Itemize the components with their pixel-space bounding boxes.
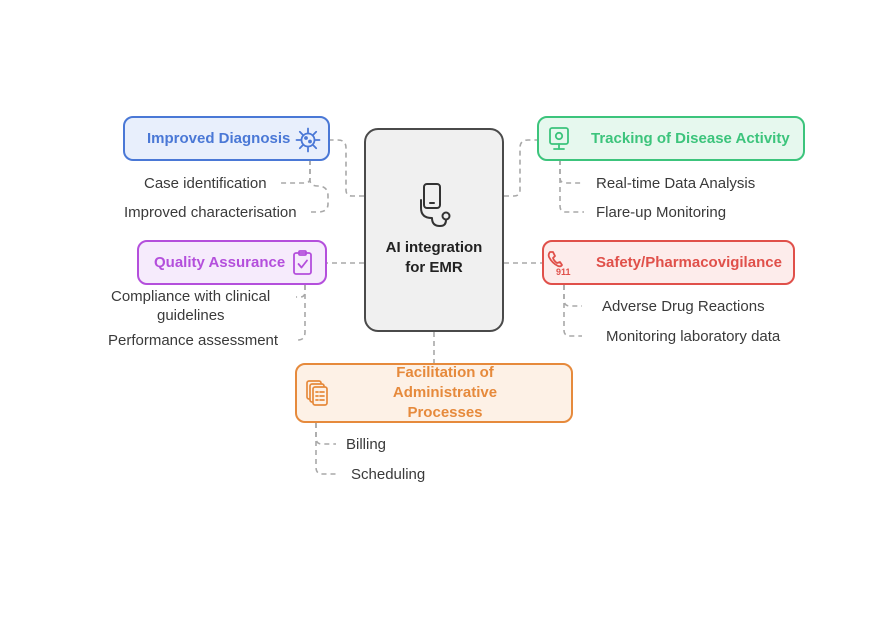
center-node: AI integration for EMR	[364, 128, 504, 332]
leaf-flareup-monitoring: Flare-up Monitoring	[596, 204, 727, 221]
quality-assurance-node: Quality Assurance	[137, 240, 327, 285]
connector-adverse	[563, 285, 582, 307]
administrative-processes-title-line1: Facilitation of Administrative	[392, 364, 498, 401]
tracking-disease-activity-title: Tracking of Disease Activity	[591, 130, 790, 147]
leaf-monitoring-laboratory-data: Monitoring laboratory data	[606, 328, 781, 345]
connector-improved-characterisation	[309, 160, 329, 213]
connector-scheduling	[315, 423, 336, 475]
leaf-compliance-line1: Compliance with clinical	[111, 288, 271, 305]
connector-monitoring-lab	[563, 285, 582, 337]
leaf-improved-characterisation: Improved characterisation	[124, 204, 297, 221]
connector-flareup	[559, 160, 584, 213]
leaf-scheduling: Scheduling	[351, 466, 426, 483]
quality-assurance-title: Quality Assurance	[154, 254, 286, 271]
leaf-billing: Billing	[346, 436, 387, 453]
center-title: AI integration for EMR	[385, 239, 483, 276]
documents-icon	[306, 380, 328, 406]
safety-pharmacovigilance-node: Safety/Pharmacovigilance	[542, 240, 795, 285]
administrative-processes-title-line2: Processes	[407, 404, 483, 421]
safety-pharmacovigilance-title: Safety/Pharmacovigilance	[596, 254, 782, 271]
administrative-processes-node: Facilitation of Administrative Processes	[295, 363, 573, 423]
tracking-disease-activity-node: Tracking of Disease Activity	[537, 116, 805, 161]
leaf-case-identification: Case identification	[144, 175, 267, 192]
improved-diagnosis-title: Improved Diagnosis	[147, 130, 291, 147]
clipboard-check-icon	[293, 250, 312, 275]
connector-compliance	[296, 285, 306, 298]
connector-diagnosis	[330, 139, 364, 197]
connector-tracking	[504, 139, 538, 197]
emergency-phone-icon: 911	[547, 251, 571, 277]
leaf-performance-assessment: Performance assessment	[108, 332, 279, 349]
connector-case-identification	[278, 160, 311, 184]
virus-icon	[295, 127, 321, 153]
monitor-icon	[549, 127, 569, 150]
leaf-adverse-drug-reactions: Adverse Drug Reactions	[602, 298, 765, 315]
connector-realtime	[559, 160, 584, 184]
connector-performance	[296, 285, 306, 341]
improved-diagnosis-node: Improved Diagnosis	[123, 116, 330, 161]
leaf-realtime-data-analysis: Real-time Data Analysis	[596, 175, 756, 192]
connector-billing	[315, 423, 336, 445]
leaf-compliance-line2: guidelines	[157, 307, 225, 324]
stethoscope-phone-icon	[420, 183, 451, 227]
emergency-number-text: 911	[556, 267, 571, 277]
